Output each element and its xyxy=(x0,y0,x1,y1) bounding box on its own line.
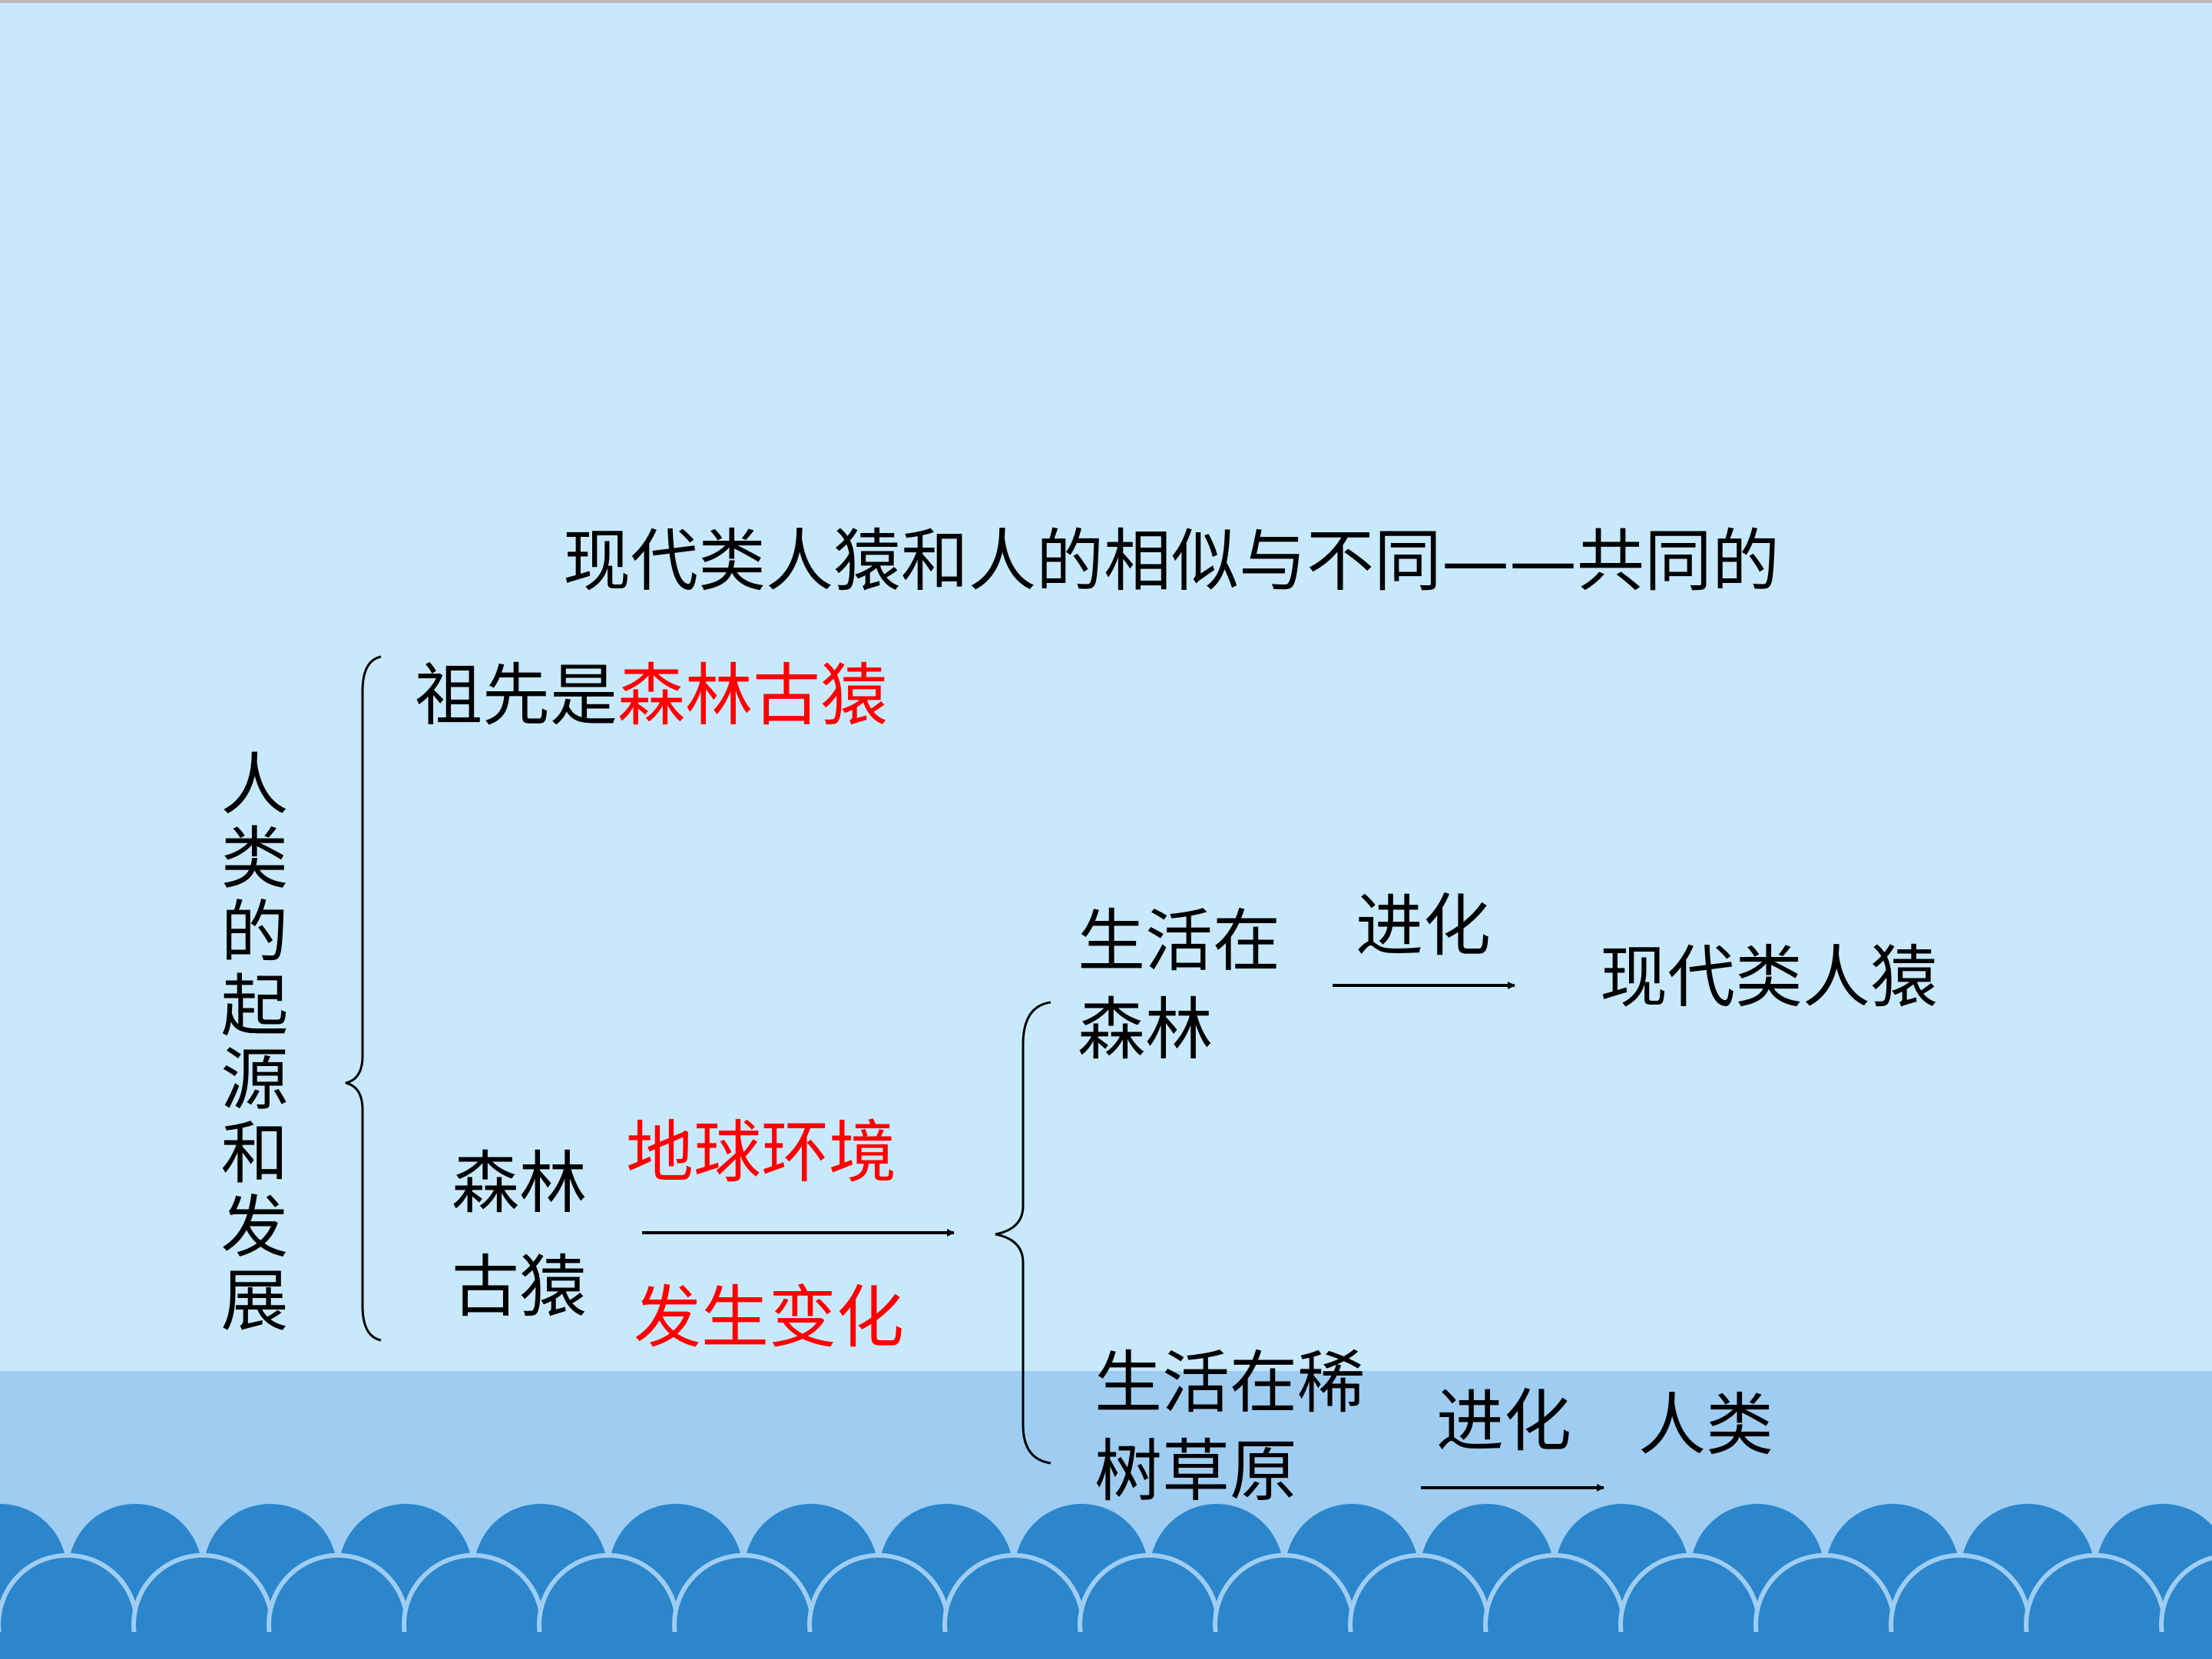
ancestor-highlight: 森林古猿 xyxy=(618,656,889,735)
slide-title: 现代类人猿和人的相似与不同——共同的 xyxy=(563,522,1780,601)
top-edge xyxy=(0,0,2212,3)
top-branch-line1: 生活在 xyxy=(1078,902,1281,981)
left-node-line1: 森林 xyxy=(452,1144,588,1223)
change-label-above: 地球环境 xyxy=(626,1113,897,1192)
vertical-topic-label: 人类的起源和发展 xyxy=(210,749,289,1339)
ancestor-line: 祖先是森林古猿 xyxy=(415,657,888,734)
top-branch-line2: 森林 xyxy=(1078,990,1214,1069)
left-node-line2: 古猿 xyxy=(452,1247,588,1326)
wave-base xyxy=(0,1632,2212,1659)
bottom-arrow-label: 进化 xyxy=(1436,1382,1572,1461)
wave-pattern xyxy=(0,1499,2212,1659)
bottom-branch-result: 人类 xyxy=(1638,1386,1774,1465)
top-branch-result: 现代类人猿 xyxy=(1600,938,1939,1017)
ancestor-prefix: 祖先是 xyxy=(415,656,618,735)
top-arrow-label: 进化 xyxy=(1356,886,1492,965)
change-label-below: 发生变化 xyxy=(634,1278,905,1357)
bottom-branch-line1: 生活在稀 xyxy=(1094,1343,1366,1422)
bottom-branch-line2: 树草原 xyxy=(1094,1432,1298,1511)
